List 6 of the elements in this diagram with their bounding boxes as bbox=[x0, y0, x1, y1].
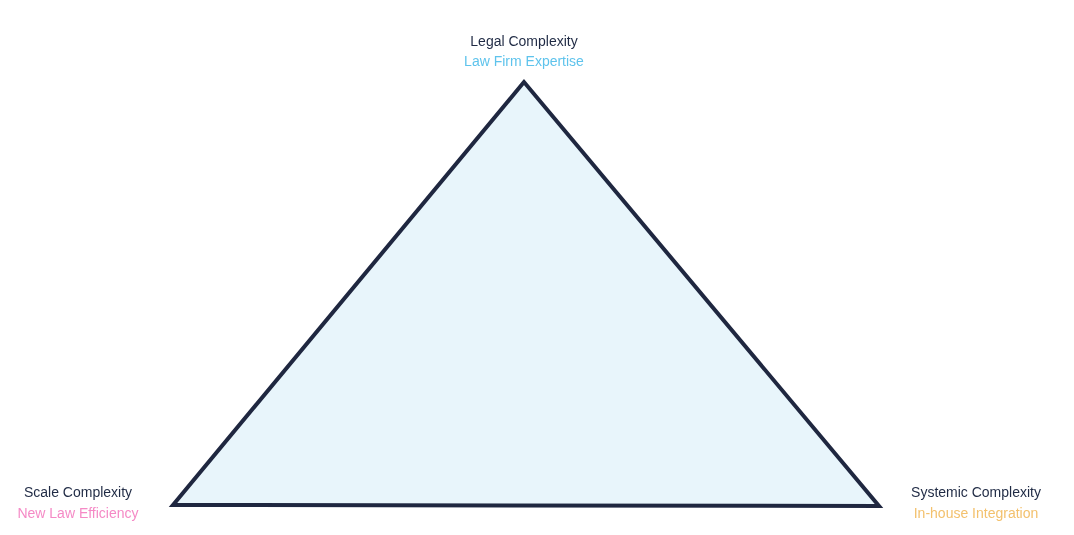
corner-sublabel: Law Firm Expertise bbox=[464, 52, 584, 70]
corner-label: Scale Complexity bbox=[23, 483, 133, 501]
corner-label: Legal Complexity bbox=[470, 32, 578, 50]
corner-sublabel: New Law Efficiency bbox=[17, 504, 139, 522]
corner-label: Systemic Complexity bbox=[911, 483, 1041, 501]
corner-sublabel: In-house Integration bbox=[913, 504, 1039, 522]
